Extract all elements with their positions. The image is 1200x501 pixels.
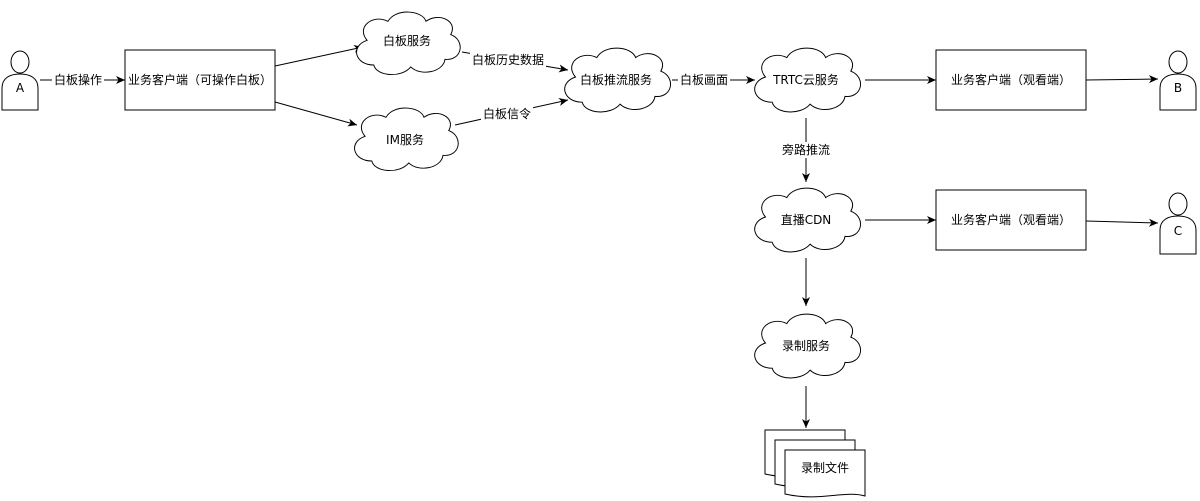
- edge-client-to-im-service: [274, 101, 358, 127]
- node-recording-files-label: 录制文件: [801, 460, 849, 475]
- edge-label-bypass-push: 旁路推流: [782, 142, 830, 157]
- actor-c-label: C: [1174, 224, 1182, 238]
- node-trtc-cloud: TRTC云服务: [754, 47, 862, 113]
- edge-label-whiteboard-frames: 白板画面: [680, 72, 728, 87]
- edge-label-whiteboard-signaling: 白板信令: [483, 106, 531, 121]
- node-whiteboard-service-label: 白板服务: [383, 33, 431, 48]
- node-trtc-cloud-label: TRTC云服务: [772, 72, 839, 87]
- node-recording-service: 录制服务: [754, 313, 862, 379]
- node-client-viewer-c-label: 业务客户端（观看端）: [951, 212, 1071, 227]
- person-icon: [1159, 50, 1197, 111]
- actor-a-label: A: [16, 81, 25, 95]
- edge-viewer-c-to-actor-c: [1085, 218, 1159, 227]
- edge-label-whiteboard-history: 白板历史数据: [472, 52, 544, 67]
- documents-icon: [764, 429, 866, 498]
- edge-label-whiteboard-operation: 白板操作: [54, 72, 102, 87]
- actor-b-label: B: [1174, 81, 1182, 95]
- actor-a: A: [1, 50, 39, 111]
- node-recording-files: 录制文件: [764, 429, 866, 498]
- node-live-cdn-label: 直播CDN: [781, 213, 832, 227]
- person-icon: [1, 50, 39, 111]
- node-whiteboard-service: 白板服务: [356, 11, 461, 76]
- node-client-operator-label: 业务客户端（可操作白板）: [128, 72, 272, 87]
- node-im-service: IM服务: [354, 107, 459, 172]
- edge-viewer-b-to-actor-b: [1085, 75, 1159, 84]
- node-client-viewer-b-label: 业务客户端（观看端）: [951, 72, 1071, 87]
- person-icon: [1159, 192, 1197, 255]
- node-client-operator: 业务客户端（可操作白板）: [124, 49, 276, 111]
- edge-client-to-whiteboard-service: [274, 44, 364, 67]
- edge-labels: 白板操作 白板历史数据 白板信令 白板画面 旁路推流: [52, 52, 833, 158]
- node-whiteboard-push-service-label: 白板推流服务: [580, 72, 652, 87]
- actor-c: C: [1159, 192, 1197, 255]
- node-recording-service-label: 录制服务: [782, 338, 830, 353]
- node-client-viewer-c: 业务客户端（观看端）: [935, 189, 1087, 251]
- node-client-viewer-b: 业务客户端（观看端）: [935, 49, 1087, 111]
- actor-b: B: [1159, 50, 1197, 111]
- node-whiteboard-push-service: 白板推流服务: [564, 47, 672, 113]
- node-live-cdn: 直播CDN: [754, 187, 862, 253]
- node-im-service-label: IM服务: [386, 132, 424, 147]
